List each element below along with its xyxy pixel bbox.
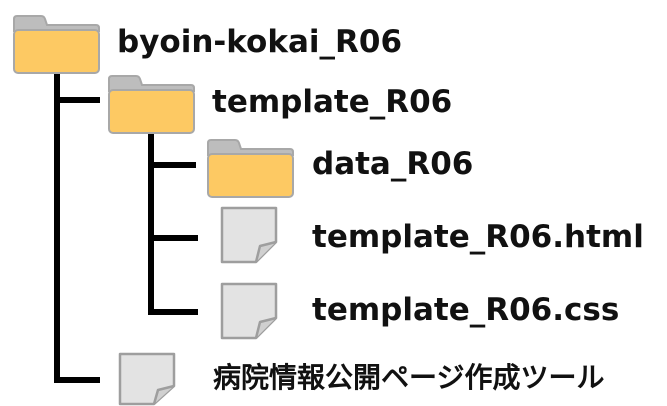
connector-template-trunk (148, 132, 198, 315)
folder-icon[interactable] (106, 73, 196, 136)
file-icon[interactable] (218, 204, 282, 266)
html-file-label[interactable]: template_R06.html (312, 219, 644, 255)
folder-icon[interactable] (11, 13, 101, 76)
root-folder-label[interactable]: byoin-kokai_R06 (117, 24, 403, 60)
tool-file-label[interactable]: 病院情報公開ページ作成ツール (213, 361, 605, 394)
folder-icon[interactable] (205, 137, 295, 200)
file-icon[interactable] (218, 280, 282, 342)
css-file-label[interactable]: template_R06.css (312, 292, 620, 328)
data-folder-label[interactable]: data_R06 (312, 146, 474, 182)
connector-root-trunk (54, 74, 100, 383)
file-icon[interactable] (116, 350, 180, 406)
template-folder-label[interactable]: template_R06 (212, 84, 453, 120)
